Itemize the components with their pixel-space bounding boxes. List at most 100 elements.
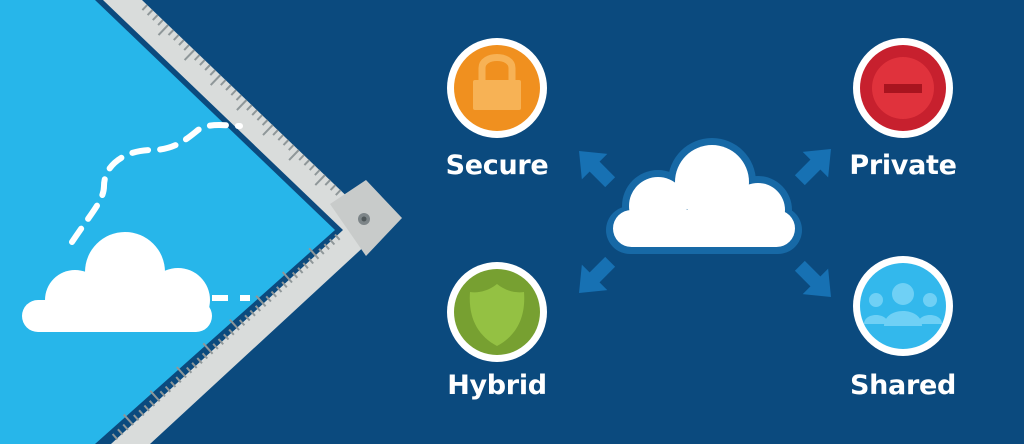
ruler-tick (235, 94, 243, 101)
ruler-tick (277, 134, 284, 141)
people-icon (864, 283, 942, 326)
ruler-tick (183, 49, 196, 61)
ruler-tick (329, 184, 337, 191)
ruler-tick (265, 295, 272, 303)
ruler-tick (288, 144, 295, 151)
sky-area (0, 0, 335, 444)
ruler-tick (251, 109, 258, 116)
ruler-tick (256, 114, 263, 121)
ruler-tick (196, 357, 203, 364)
ruler-tick (302, 262, 309, 269)
ruler-tick (141, 4, 148, 11)
ruler-tick (111, 433, 119, 440)
ruler-tick (123, 413, 134, 426)
ruler-tick (228, 328, 235, 336)
ruler-tick (223, 333, 230, 341)
ruler-tick (249, 309, 256, 317)
no-entry-icon (872, 57, 934, 119)
ruler-tick (164, 385, 172, 393)
label-shared: Shared (849, 370, 957, 401)
badge-hybrid (447, 262, 547, 362)
ruler-tick (148, 400, 156, 407)
badge-private (853, 38, 953, 138)
ruler-tick (191, 362, 198, 369)
ruler-tick (323, 243, 330, 250)
cloud-icon (22, 232, 212, 332)
ruler-tick (138, 409, 145, 417)
ruler-tick (276, 286, 283, 293)
ruler-tick (149, 390, 161, 402)
ruler-tick (303, 159, 311, 166)
ruler-tick (228, 318, 240, 331)
ruler-tick (335, 189, 342, 196)
arrow-up-right-icon (794, 149, 831, 186)
carpenter-square (103, 0, 402, 444)
dashed-path (69, 122, 243, 245)
ruler-tick (122, 423, 129, 431)
ruler-tick (261, 119, 269, 126)
central-cloud-icon (606, 138, 802, 254)
ruler-tick (175, 376, 182, 383)
ruler-tick (209, 69, 216, 76)
ruler-tick (308, 247, 320, 260)
arrow-down-left-icon (579, 256, 616, 293)
ruler-tick (146, 9, 154, 16)
ruler-tick (202, 342, 214, 355)
shield-icon (469, 284, 525, 346)
ruler-tick (236, 99, 248, 111)
ruler-tick (308, 164, 316, 171)
ruler-tick (282, 139, 290, 146)
ruler-tick (186, 366, 193, 374)
ruler-tick (152, 14, 159, 21)
badge-shared (853, 256, 953, 356)
arrow-up-left-icon (579, 151, 616, 188)
ruler-tick (201, 352, 209, 360)
ruler-tick (272, 129, 279, 136)
ruler-tick (209, 74, 222, 86)
ruler-lower-ticks (111, 233, 341, 440)
ruler-upper (103, 0, 382, 230)
ruler-tick (193, 54, 201, 61)
ruler-tick (133, 414, 140, 421)
label-hybrid: Hybrid (447, 370, 547, 401)
ruler-tick (246, 104, 253, 111)
ruler-tick (220, 79, 227, 86)
ruler-tick (238, 319, 246, 326)
ruler-tick (255, 295, 267, 307)
ruler-tick (281, 281, 288, 288)
ruler-tick (204, 64, 211, 71)
ruler-tick (212, 343, 219, 350)
ruler-tick (117, 428, 124, 436)
arrow-down-right-icon (794, 260, 831, 297)
ruler-tick (217, 338, 224, 345)
badge-secure (447, 38, 547, 138)
ruler-tick (225, 84, 232, 91)
ruler-tick (288, 149, 300, 161)
ruler-tick (324, 179, 331, 186)
ruler-tick (157, 24, 169, 36)
ruler-tick (270, 290, 277, 298)
lock-icon (473, 54, 521, 110)
ruler-tick (183, 44, 190, 51)
ruler-tick (167, 29, 175, 36)
ruler-tick (307, 257, 314, 265)
ruler-tick (159, 390, 166, 398)
ruler-tick (230, 89, 237, 96)
ruler-tick (178, 39, 185, 46)
ruler-tick (170, 381, 177, 388)
arrows (579, 149, 831, 297)
label-private: Private (849, 150, 957, 181)
ruler-tick (291, 271, 299, 279)
ruler-tick (143, 404, 150, 412)
ruler-tick (254, 305, 262, 312)
ruler-tick (314, 169, 321, 176)
label-secure: Secure (445, 150, 549, 181)
ruler-tick (298, 154, 305, 161)
ruler-tick (297, 267, 304, 274)
ruler-tick (157, 19, 164, 26)
ruler-tick (281, 271, 293, 284)
ruler-tick (262, 124, 274, 136)
ruler-tick (334, 233, 341, 241)
